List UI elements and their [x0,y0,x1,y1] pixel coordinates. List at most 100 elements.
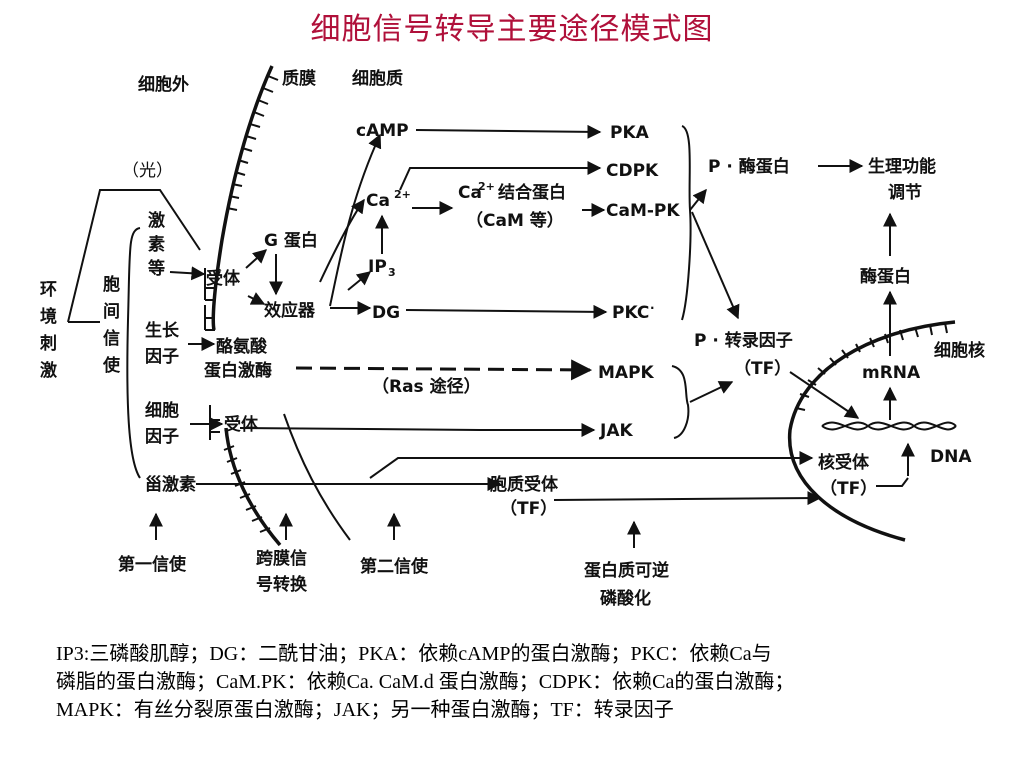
cytokine-label: 细胞 因子 [145,400,179,447]
svg-text:素: 素 [148,235,165,255]
svg-text:蛋白质可逆: 蛋白质可逆 [584,560,669,581]
svg-text:激: 激 [40,360,57,381]
p-enzyme: P · 酶蛋白 [708,156,790,177]
pkc: PKC · [612,301,655,323]
kinase-bracket [681,125,692,321]
svg-text:Ca: Ca [458,183,482,203]
label-cytoplasm: 细胞质 [352,68,403,89]
mrna: mRNA [862,363,921,383]
dna: DNA [930,447,972,467]
jak: JAK [599,421,633,441]
signal-pathway-diagram: 细胞外 质膜 细胞质 细胞核 [40,65,985,609]
tf-to-dna-arrow [789,371,860,419]
intercell-messenger: 胞 间 信 使 [102,274,121,376]
cdpk: CDPK [606,161,659,181]
svg-text:间: 间 [103,301,120,322]
svg-text:2+: 2+ [394,188,411,201]
calcium: Ca 2+ [366,188,411,211]
dna-helix [821,421,957,431]
svg-text:蛋白激酶: 蛋白激酶 [204,360,272,381]
dg: DG [372,303,400,323]
svg-text:磷酸化: 磷酸化 [600,588,651,609]
svg-text:Ca: Ca [366,191,390,211]
pka: PKA [610,123,650,143]
tf-1: （TF） [734,358,791,379]
svg-text:3: 3 [388,266,396,279]
receptor-2: 受体 [224,414,259,435]
transmembrane-label: 跨膜信 号转换 [256,548,308,595]
svg-text:酪氨酸: 酪氨酸 [216,336,268,357]
steroid-pathway-lines [369,451,822,506]
receptor-g-effector-arrows [245,133,382,315]
svg-text:环: 环 [40,280,57,300]
light-path [67,189,201,323]
tf-2: （TF） [820,478,877,499]
second-messenger-label: 第二信使 [360,556,429,577]
page-title: 细胞信号转导主要途径模式图 [310,12,714,47]
first-messenger-arrows [169,266,502,491]
membrane-ticks-upper [226,75,279,211]
legend-line-1: IP3:三磷酸肌醇；DG：二酰甘油；PKA：依赖cAMP的蛋白激酶；PKC：依赖… [56,643,772,665]
svg-text:跨膜信: 跨膜信 [256,548,307,569]
bottom-arrows [149,512,641,548]
svg-text:因子: 因子 [145,347,179,367]
plasma-membrane-upper [211,65,274,331]
ras-dashed-arrow [295,359,593,381]
tyrosine-kinase: 酪氨酸 蛋白激酶 [204,336,272,381]
receptor-1: 受体 [206,268,241,289]
svg-text:等: 等 [148,258,165,279]
tf-3: （TF） [500,498,557,519]
nuclear-envelope [787,320,956,542]
messenger-bracket [126,227,141,479]
svg-text:刺: 刺 [40,333,57,354]
nuclear-receptor: 核受体 [818,452,870,473]
ca-binding-protein: Ca 2+ 结合蛋白 [458,180,566,203]
hormones-label: 激 素 等 [148,210,165,279]
ip3: IP 3 [368,257,396,279]
legend: IP3:三磷酸肌醇；DG：二酰甘油；PKA：依赖cAMP的蛋白激酶；PKC：依赖… [56,640,1006,724]
cam-etc: （CaM 等） [466,210,564,231]
enzyme-protein: 酶蛋白 [860,266,911,287]
plasma-membrane-lower [224,427,282,547]
svg-text:激: 激 [148,210,165,231]
receptor2-to-jak [239,427,481,431]
env-stimulus: 环 境 刺 激 [40,280,57,381]
label-outside: 细胞外 [138,74,189,95]
ras-pathway: （Ras 途径） [372,376,481,397]
p-transcription-factor: P · 转录因子 [694,330,793,351]
effector: 效应器 [264,300,316,321]
phosphorylation-arrows [689,188,740,403]
cytoplasmic-receptor: 胞质受体 [490,474,559,495]
legend-line-3: MAPK：有丝分裂原蛋白激酶；JAK；另一种蛋白激酶；TF：转录因子 [56,699,674,721]
campk: CaM-PK [606,201,680,221]
svg-text:号转换: 号转换 [256,574,308,595]
svg-text:2+: 2+ [478,180,495,193]
growth-factor-label: 生长 因子 [145,320,180,367]
steroid-label: 甾激素 [145,474,196,495]
g-protein: G 蛋白 [264,230,318,251]
svg-text:PKC: PKC [612,303,649,323]
svg-text:生理功能: 生理功能 [868,156,936,177]
camp: cAMP [356,121,409,141]
svg-text:胞: 胞 [103,274,120,295]
label-nucleus: 细胞核 [934,340,985,361]
svg-text:生长: 生长 [145,320,180,341]
nucleus-ticks [795,322,948,411]
physiological-regulation: 生理功能 调节 [868,156,936,203]
svg-text:IP: IP [368,257,387,277]
light-label: （光） [122,161,173,181]
legend-line-2: 磷脂的蛋白激酶；CaM.PK：依赖Ca. CaM.d 蛋白激酶；CDPK：依赖C… [56,671,795,693]
svg-text:调节: 调节 [888,182,922,203]
label-membrane: 质膜 [282,68,316,89]
svg-text:使: 使 [102,355,121,376]
reversible-phosphorylation-label: 蛋白质可逆 磷酸化 [584,560,669,609]
kinase-bracket-lower [671,365,690,439]
svg-text:境: 境 [40,306,57,327]
mapk: MAPK [598,363,655,383]
svg-text:结合蛋白: 结合蛋白 [498,182,566,203]
svg-text:因子: 因子 [145,427,179,447]
svg-text:信: 信 [103,328,120,349]
svg-text:·: · [650,301,655,315]
first-messenger-label: 第一信使 [118,554,187,575]
svg-text:细胞: 细胞 [145,400,179,421]
